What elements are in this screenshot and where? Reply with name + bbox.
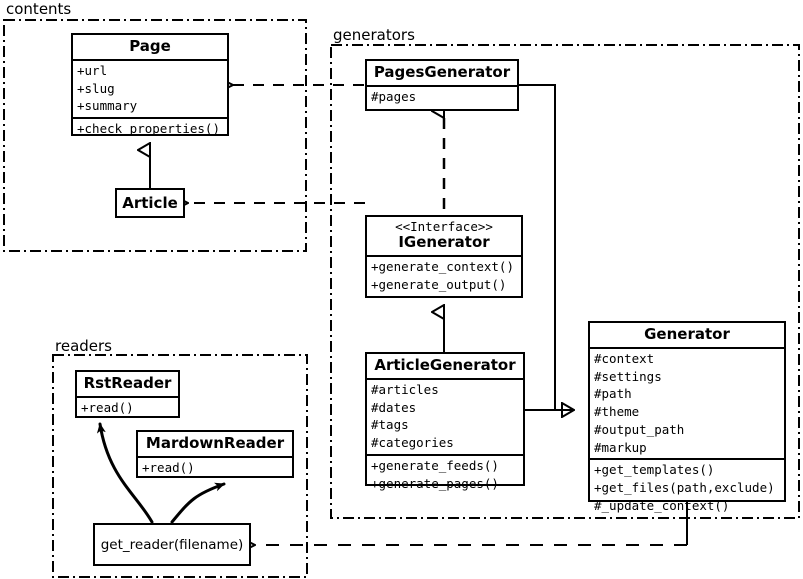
- class-name-article: Article: [122, 193, 178, 212]
- package-label-readers: readers: [55, 337, 112, 355]
- class-name-label: IGenerator: [398, 233, 490, 252]
- class-name-page: Page: [129, 37, 171, 55]
- class-name-pages-generator: PagesGenerator: [373, 63, 511, 81]
- class-operations-igenerator: +generate_context() +generate_output(): [367, 255, 521, 296]
- attribute-row: #settings: [594, 368, 662, 384]
- class-name-igenerator: <<Interface>> IGenerator: [367, 217, 521, 255]
- class-box-mardown-reader[interactable]: MardownReader +read(): [136, 430, 294, 478]
- operation-row: +read(): [81, 399, 134, 415]
- class-box-article-generator[interactable]: ArticleGenerator #articles #dates #tags …: [365, 352, 525, 491]
- class-name-article-generator: ArticleGenerator: [374, 356, 516, 374]
- class-name-rst-reader: RstReader: [83, 374, 172, 392]
- class-box-page[interactable]: Page +url +slug +summary +check_properti…: [71, 33, 229, 136]
- attribute-row: #articles: [371, 381, 439, 397]
- operation-row: +read(): [142, 459, 195, 475]
- operation-row: +get_files(path,exclude): [594, 480, 775, 496]
- operation-row: #_update_context(): [594, 497, 730, 513]
- class-box-rst-reader[interactable]: RstReader +read(): [75, 370, 180, 418]
- class-operations-rst-reader: +read(): [77, 395, 178, 419]
- class-attributes-article-generator: #articles #dates #tags #categories: [367, 377, 523, 454]
- attribute-row: #markup: [594, 439, 647, 455]
- class-operations-page: +check_properties(): [73, 117, 227, 140]
- class-operations-article-generator: +generate_feeds() +generate_pages(): [367, 453, 523, 495]
- edge-getreader-creates-mardownreader: [170, 482, 226, 524]
- class-operations-generator: +get_templates() +get_files(path,exclude…: [590, 458, 784, 516]
- operation-row: +generate_output(): [371, 276, 507, 292]
- class-attributes-generator: #context #settings #path #theme #output_…: [590, 346, 784, 459]
- package-label-generators: generators: [333, 26, 415, 44]
- attribute-row: #context: [594, 350, 655, 366]
- operation-row: +generate_pages(): [371, 475, 499, 491]
- attribute-row: +summary: [77, 98, 138, 114]
- class-operations-mardown-reader: +read(): [138, 455, 292, 479]
- class-stereotype-igenerator: <<Interface>>: [395, 219, 493, 234]
- attribute-row: +url: [77, 62, 108, 78]
- edge-pagesgenerator-to-generator: [519, 84, 574, 410]
- class-box-pages-generator[interactable]: PagesGenerator #pages: [365, 59, 519, 111]
- operation-row: +check_properties(): [77, 121, 220, 137]
- attribute-row: #pages: [371, 88, 417, 104]
- attribute-row: #path: [594, 386, 632, 402]
- attribute-row: #theme: [594, 404, 640, 420]
- class-attributes-pages-generator: #pages: [367, 84, 517, 108]
- operation-row: +generate_feeds(): [371, 457, 499, 473]
- operation-row: +get_templates(): [594, 462, 715, 478]
- function-label-get-reader: get_reader(filename): [100, 536, 244, 553]
- attribute-row: #output_path: [594, 421, 685, 437]
- class-box-igenerator[interactable]: <<Interface>> IGenerator +generate_conte…: [365, 215, 523, 298]
- class-name-mardown-reader: MardownReader: [145, 434, 285, 452]
- attribute-row: #dates: [371, 399, 417, 415]
- attribute-row: #tags: [371, 417, 409, 433]
- package-label-contents: contents: [6, 0, 72, 18]
- attribute-row: +slug: [77, 80, 115, 96]
- class-box-article[interactable]: Article: [115, 188, 185, 218]
- class-attributes-page: +url +slug +summary: [73, 58, 227, 117]
- operation-row: +generate_context(): [371, 259, 514, 275]
- class-box-generator[interactable]: Generator #context #settings #path #them…: [588, 321, 786, 513]
- function-box-get-reader[interactable]: get_reader(filename): [93, 523, 251, 566]
- class-name-generator: Generator: [644, 325, 730, 343]
- attribute-row: #categories: [371, 435, 454, 451]
